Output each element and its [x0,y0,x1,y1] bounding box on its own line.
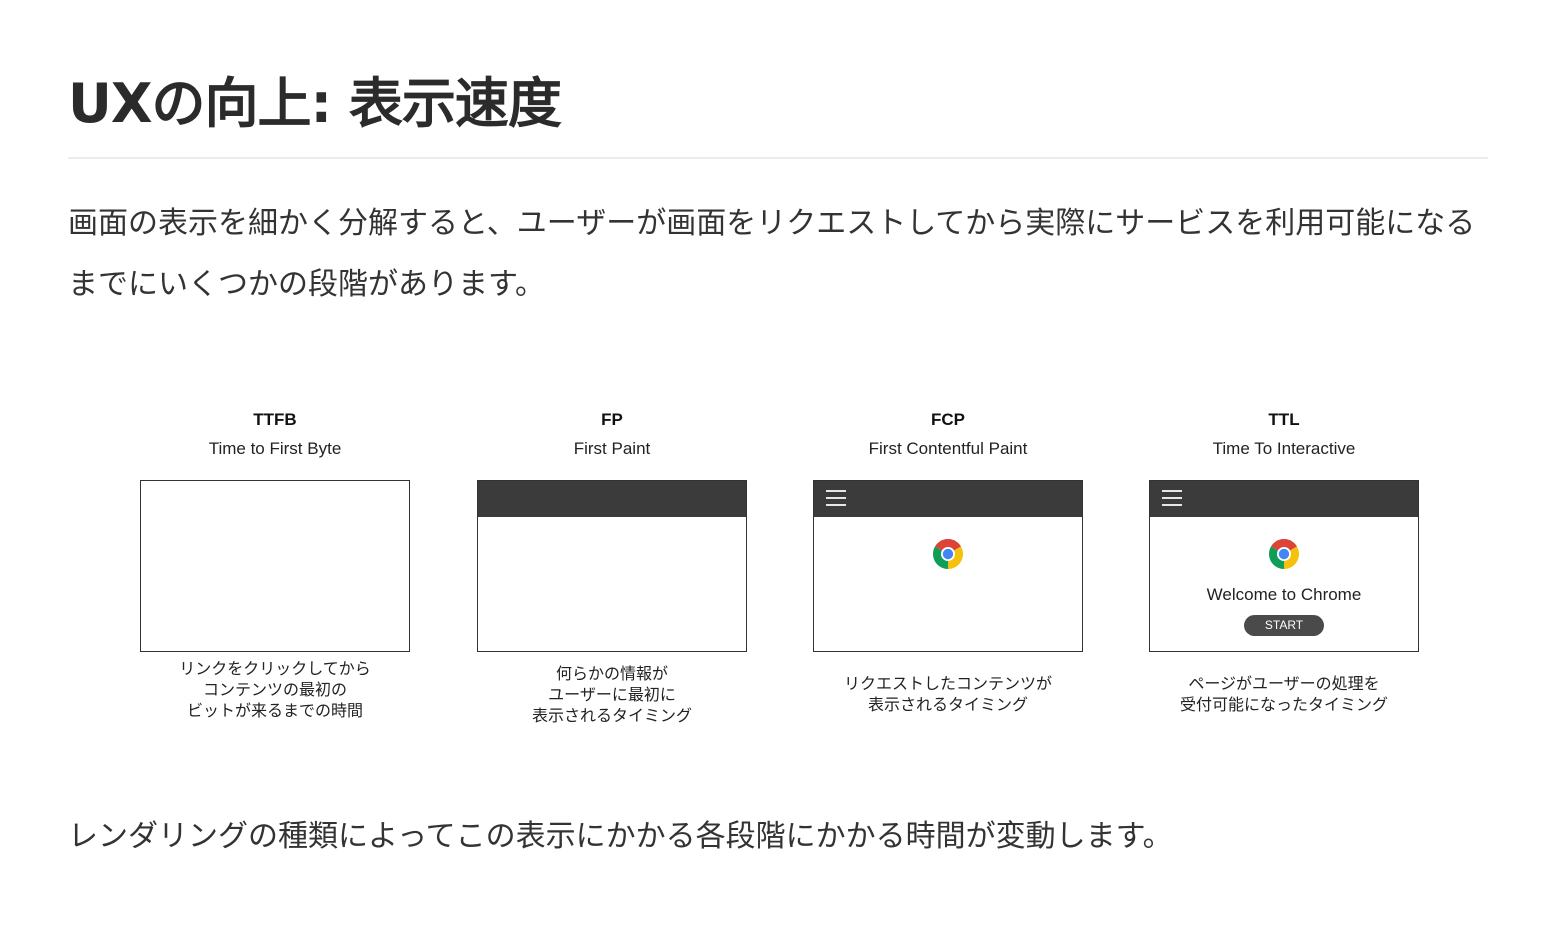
caption-line: 表示されるタイミング [531,706,692,725]
title-divider [68,157,1488,159]
stage-abbr: TTFB [253,410,297,429]
hamburger-menu-icon [1162,490,1182,507]
caption-line: 表示されるタイミング [867,695,1028,714]
caption-line: 受付可能になったタイミング [1179,695,1388,714]
stage-caption: 何らかの情報が ユーザーに最初に 表示されるタイミング [462,663,762,726]
start-button: START [1244,615,1324,636]
chrome-logo-icon [1269,539,1299,569]
caption-line: 何らかの情報が [555,664,668,683]
caption-line: リンクをクリックしてから [179,659,371,678]
stage-name: Time to First Byte [208,439,342,458]
welcome-text: Welcome to Chrome [1206,585,1362,604]
stage-ttl: TTL Time To Interactive Welcome to Chrom… [1134,400,1434,740]
stage-caption: リクエストしたコンテンツが 表示されるタイミング [798,673,1098,715]
stage-fp: FP First Paint 何らかの情報が ユーザーに最初に 表示されるタイミ… [462,400,762,740]
intro-paragraph: 画面の表示を細かく分解すると、ユーザーが画面をリクエストしてから実際にサービスを… [68,206,1476,302]
app-bar [478,481,746,517]
stage-fcp: FCP First Contentful Paint リクエストしたコンテンツが… [798,400,1098,740]
app-bar [1150,481,1418,517]
stage-caption: ページがユーザーの処理を 受付可能になったタイミング [1134,673,1434,715]
caption-line: コンテンツの最初の [202,680,347,699]
rendering-stages-figure: TTFB Time to First Byte リンクをクリックしてから コンテ… [0,400,1544,740]
screen-frame-interactive: Welcome to Chrome START [1149,480,1419,652]
chrome-logo-icon [933,539,963,569]
screen-frame-contentful-paint [813,480,1083,652]
stage-name: Time To Interactive [1212,439,1356,458]
stage-name: First Contentful Paint [868,439,1028,458]
caption-line: ユーザーに最初に [548,685,676,704]
stage-abbr: TTL [1268,410,1300,429]
screen-frame-first-paint [477,480,747,652]
stage-abbr: FP [601,410,623,429]
caption-line: ビットが来るまでの時間 [186,701,363,720]
caption-line: ページがユーザーの処理を [1188,674,1380,693]
stage-ttfb: TTFB Time to First Byte リンクをクリックしてから コンテ… [125,400,425,740]
closing-paragraph: レンダリングの種類によってこの表示にかかる各段階にかかる時間が変動します。 [68,819,1173,854]
app-bar [814,481,1082,517]
page-title: UXの向上: 表示速度 [68,72,562,135]
hamburger-menu-icon [826,490,846,507]
stage-name: First Paint [573,439,651,458]
stage-caption: リンクをクリックしてから コンテンツの最初の ビットが来るまでの時間 [125,658,425,721]
screen-frame-blank [140,480,410,652]
stage-abbr: FCP [931,410,965,429]
caption-line: リクエストしたコンテンツが [843,674,1052,693]
